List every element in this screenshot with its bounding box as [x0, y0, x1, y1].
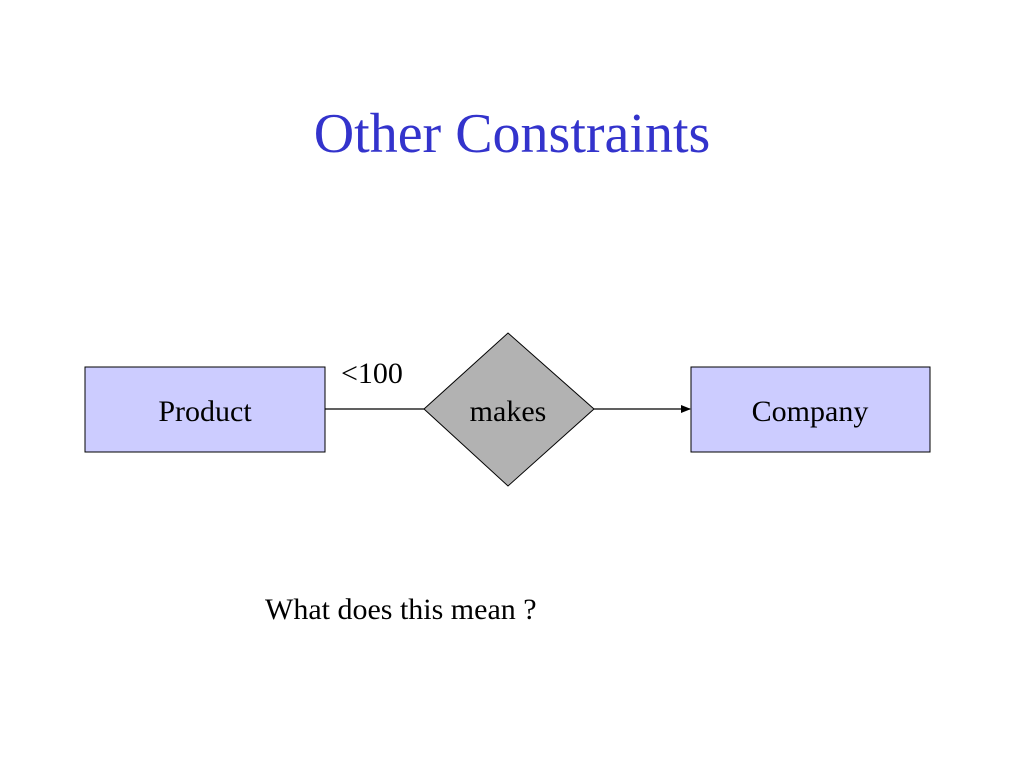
- company-entity-label: Company: [752, 395, 869, 428]
- question-text: What does this mean ?: [265, 593, 537, 626]
- makes-relationship-label: makes: [470, 395, 547, 428]
- constraint-label: <100: [341, 357, 403, 390]
- company-entity-box: [690, 366, 931, 453]
- makes-relationship-diamond: [423, 332, 595, 487]
- product-entity-box: [84, 366, 326, 453]
- product-entity-label: Product: [158, 395, 252, 428]
- slide-title: Other Constraints: [313, 103, 711, 165]
